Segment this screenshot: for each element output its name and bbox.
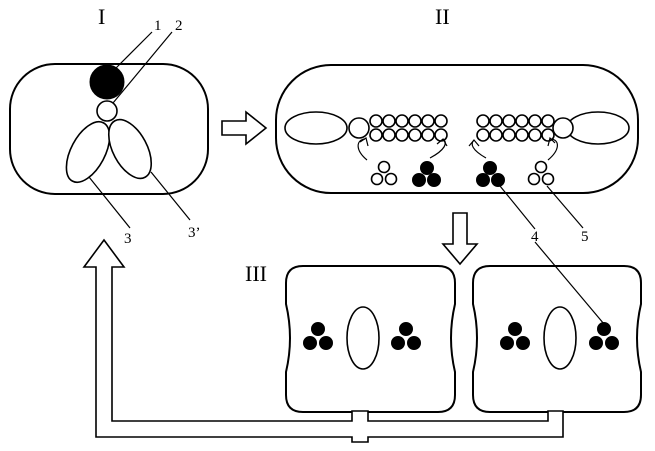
arrowhead-right-inner-icon [468,139,480,147]
black-triad-daughter-left-b [391,322,421,350]
part-label-5: 5 [581,229,589,245]
leader-line-3-prime [150,171,191,221]
stage-label-2: II [435,4,450,29]
oval-body-daughter-left [346,306,380,370]
stage-1-cell [9,63,209,195]
small-granule [395,114,409,128]
small-granule [541,114,555,128]
small-granule [489,128,503,142]
stage-label-3: III [245,261,267,286]
small-granule [382,114,396,128]
return-arrow-icon [82,238,564,443]
part-label-3: 3 [124,231,132,247]
curve-arrow-right-inner [471,139,487,159]
white-granule-left [348,117,370,139]
stage-3-cell-right [472,265,642,413]
small-granule [476,114,490,128]
part-label-3-prime: 3’ [188,225,201,241]
arrowhead-right-outer-icon [547,136,556,147]
stage-label-1: I [98,4,105,29]
black-granule-1 [89,64,125,100]
leader-line-5 [546,185,584,229]
stage-3-cell-left [285,265,456,413]
part-label-4: 4 [531,229,539,245]
oval-body-right [566,111,630,145]
leader-line-1 [115,31,153,69]
small-granule [395,128,409,142]
curve-arrow-right-outer [547,138,558,161]
small-granule [434,128,448,142]
curve-arrow-left-inner [429,138,446,159]
black-triad-daughter-right-a [500,322,530,350]
small-granule [502,114,516,128]
arrow-down-icon [441,212,479,266]
black-triad-right [476,161,505,187]
stage-2-cell [275,64,639,194]
part-label-2: 2 [175,18,183,34]
leader-line-4 [499,185,536,230]
small-granule [421,114,435,128]
daughter-cell-right-outline [472,265,642,413]
black-triad-left [412,161,441,187]
leader-line-3 [88,176,131,229]
cell-1-outline [9,63,209,195]
white-triad-left [370,160,398,186]
small-granule [408,114,422,128]
oval-body-3 [65,120,111,184]
small-granule [434,114,448,128]
leader-line-4-extension [534,241,605,325]
white-granule-right [552,117,574,139]
small-granule [515,128,529,142]
small-granule [382,128,396,142]
white-triad-right [527,160,555,186]
oval-body-3-prime [107,118,153,180]
small-granule [528,128,542,142]
daughter-cell-left-outline [285,265,456,413]
small-granule [528,114,542,128]
leader-line-2 [112,31,173,104]
arrowhead-left-outer-icon [359,137,369,147]
small-granule [369,128,383,142]
small-granule [515,114,529,128]
arrowhead-left-inner-icon [436,138,448,147]
granule-array-left [369,114,448,142]
curve-arrow-left-outer [357,138,368,161]
granule-array-right [476,114,555,142]
small-granule [502,128,516,142]
part-label-1: 1 [154,18,162,34]
small-granule [369,114,383,128]
oval-body-daughter-right [543,306,577,370]
oval-body-left [284,111,348,145]
small-granule [541,128,555,142]
cell-2-outline [275,64,639,194]
arrow-right-icon [221,110,268,146]
small-granule [489,114,503,128]
black-triad-daughter-left-a [303,322,333,350]
black-triad-daughter-right-b [589,322,619,350]
small-granule [476,128,490,142]
small-granule [408,128,422,142]
white-granule-2 [96,100,118,122]
small-granule [421,128,435,142]
